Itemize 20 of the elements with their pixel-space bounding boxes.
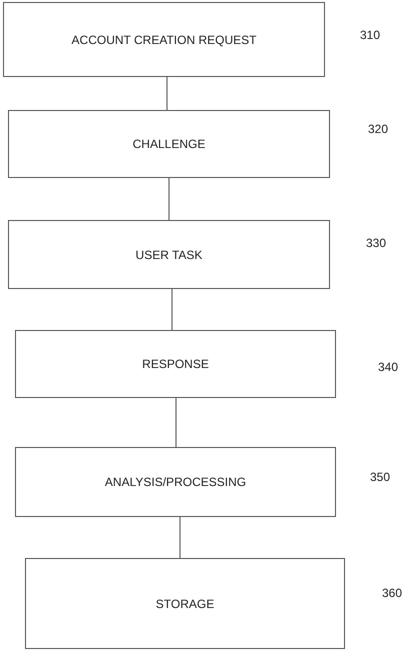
box-label: USER TASK xyxy=(136,246,202,264)
process-box xyxy=(8,220,330,289)
box-label: ACCOUNT CREATION REQUEST xyxy=(72,32,256,48)
process-box xyxy=(8,110,330,178)
reference-number: 360 xyxy=(382,585,402,602)
reference-number: 350 xyxy=(370,469,390,486)
box-label: STORAGE xyxy=(156,596,214,612)
connector-line xyxy=(166,76,168,110)
box-label: ANALYSIS/PROCESSING xyxy=(104,474,246,491)
reference-number: 310 xyxy=(360,27,380,44)
process-box xyxy=(3,2,325,77)
reference-number: 320 xyxy=(368,121,388,138)
process-box xyxy=(25,558,345,649)
reference-number: 340 xyxy=(378,359,398,376)
box-label: RESPONSE xyxy=(142,356,209,373)
connector-line xyxy=(168,178,170,220)
process-box xyxy=(15,447,336,517)
box-label: CHALLENGE xyxy=(132,136,206,153)
reference-number: 330 xyxy=(366,235,386,252)
process-box xyxy=(15,330,336,398)
